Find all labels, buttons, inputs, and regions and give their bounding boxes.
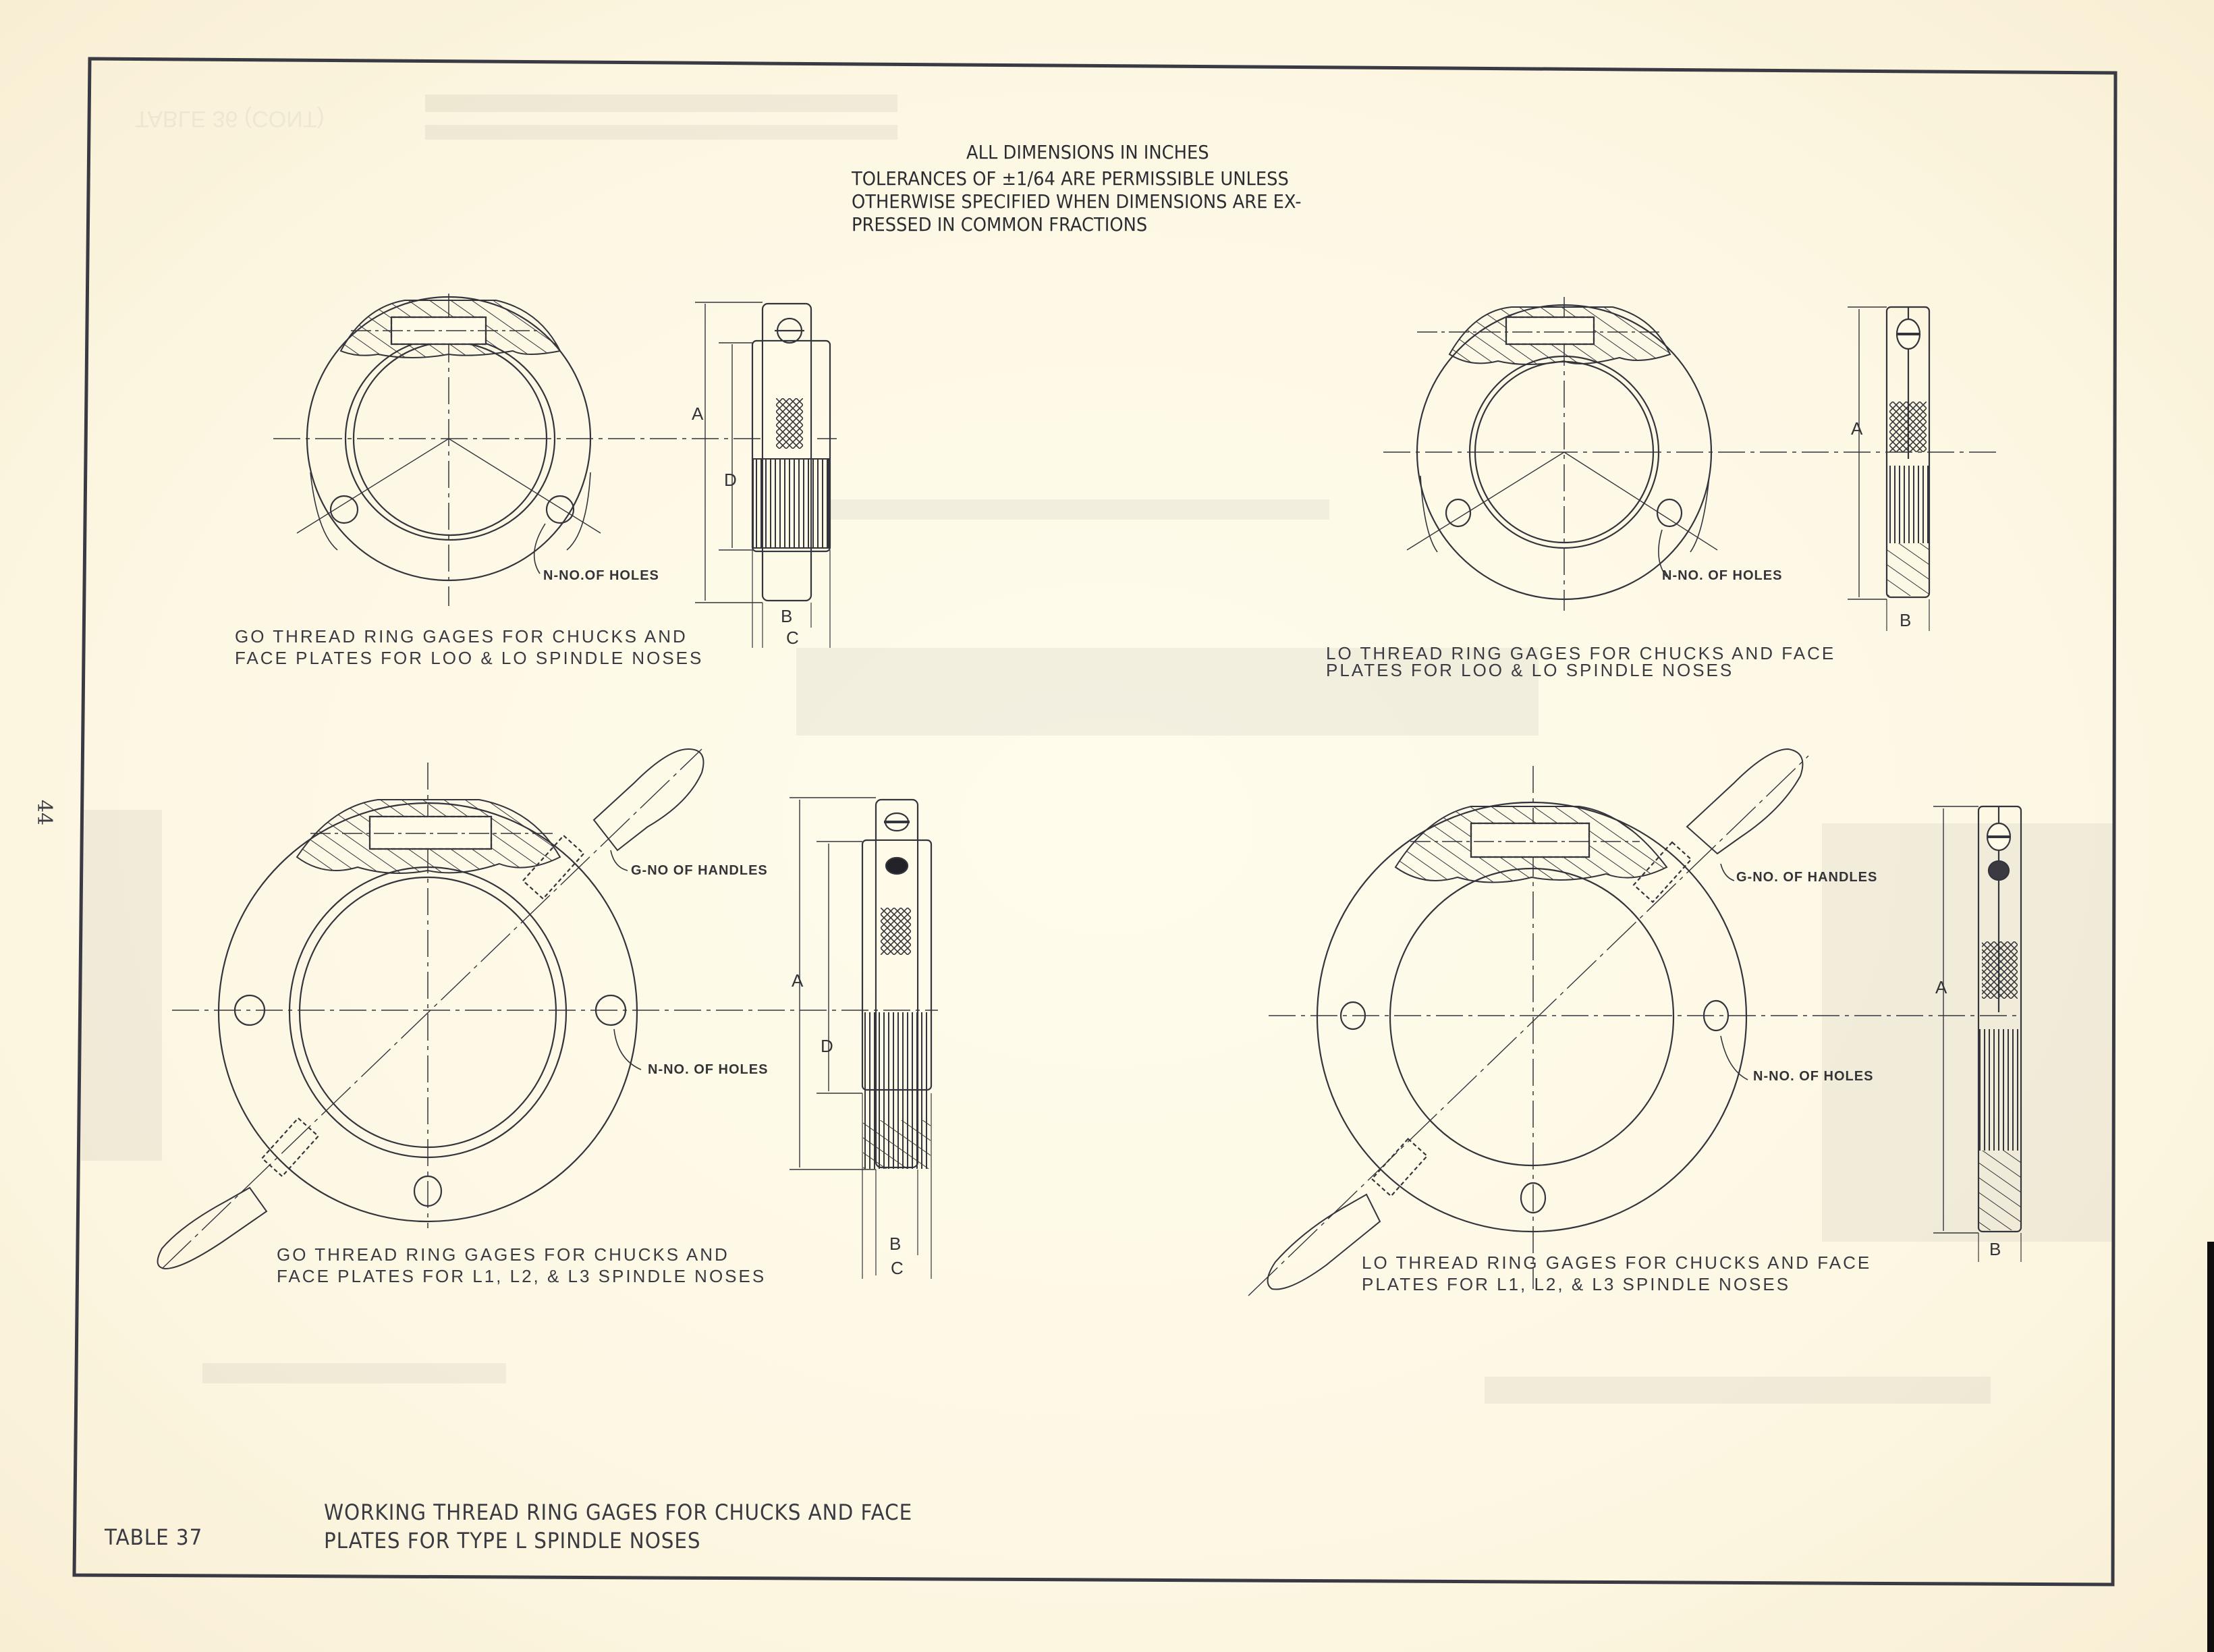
dim-d-label: D <box>821 1036 833 1056</box>
page-number: 44 <box>32 800 56 826</box>
figure-lo-loo-lo-drawing <box>1383 297 1997 631</box>
dim-b-label: B <box>1989 1239 2001 1259</box>
figure-caption-line-1: LO THREAD RING GAGES FOR CHUCKS AND FACE <box>1362 1252 1872 1273</box>
handles-callout: G-NO. OF HANDLES <box>1736 870 1878 885</box>
note-line-1: ALL DIMENSIONS IN INCHES <box>966 141 1209 163</box>
dim-d-label: D <box>724 470 737 490</box>
dim-a-label: A <box>792 970 804 991</box>
holes-callout: N-NO. OF HOLES <box>1753 1069 1874 1084</box>
figure-caption-line-1: LO THREAD RING GAGES FOR CHUCKS AND FACE <box>1326 643 1836 663</box>
page-border <box>72 57 2118 1587</box>
table-title-line-1: WORKING THREAD RING GAGES FOR CHUCKS AND… <box>324 1499 913 1525</box>
table-label: TABLE 37 <box>105 1524 203 1550</box>
holes-callout: N-NO. OF HOLES <box>1662 568 1783 583</box>
holes-callout: N-NO.OF HOLES <box>543 568 659 583</box>
holes-callout: N-NO. OF HOLES <box>648 1062 769 1077</box>
figure-caption-line-1: GO THREAD RING GAGES FOR CHUCKS AND <box>235 626 688 646</box>
figure-go-l1-l2-l3-drawing <box>157 748 938 1279</box>
figure-caption-line-2: FACE PLATES FOR LOO & LO SPINDLE NOSES <box>235 648 704 668</box>
dim-b-label: B <box>781 606 793 626</box>
dim-a-label: A <box>692 404 704 424</box>
dim-b-label: B <box>889 1234 902 1254</box>
table-title-line-2: PLATES FOR TYPE L SPINDLE NOSES <box>324 1528 701 1553</box>
figure-go-loo-lo-drawing <box>273 294 837 648</box>
dim-c-label: C <box>891 1258 904 1278</box>
scan-edge <box>2207 1242 2214 1652</box>
figure-caption-line-2: PLATES FOR L1, L2, & L3 SPINDLE NOSES <box>1362 1274 1791 1294</box>
bleed-through: TABLE 36 (CONT) <box>81 94 2112 1404</box>
dim-b-label: B <box>1900 610 1912 630</box>
figure-lo-l1-l2-l3-drawing <box>1248 748 2022 1296</box>
dim-a-label: A <box>1935 977 1947 997</box>
figure-caption-line-2: FACE PLATES FOR L1, L2, & L3 SPINDLE NOS… <box>277 1266 767 1286</box>
handles-callout: G-NO OF HANDLES <box>631 863 768 878</box>
note-line-3: OTHERWISE SPECIFIED WHEN DIMENSIONS ARE … <box>852 190 1302 213</box>
note-line-2: TOLERANCES OF ±1/64 ARE PERMISSIBLE UNLE… <box>852 167 1289 190</box>
svg-text:TABLE 36 (CONT): TABLE 36 (CONT) <box>135 106 325 132</box>
figure-caption-line-1: GO THREAD RING GAGES FOR CHUCKS AND <box>277 1244 729 1265</box>
note-line-4: PRESSED IN COMMON FRACTIONS <box>852 213 1148 236</box>
figure-caption-line-2: PLATES FOR LOO & LO SPINDLE NOSES <box>1326 660 1734 680</box>
dim-a-label: A <box>1851 418 1863 439</box>
dim-c-label: C <box>786 628 799 648</box>
